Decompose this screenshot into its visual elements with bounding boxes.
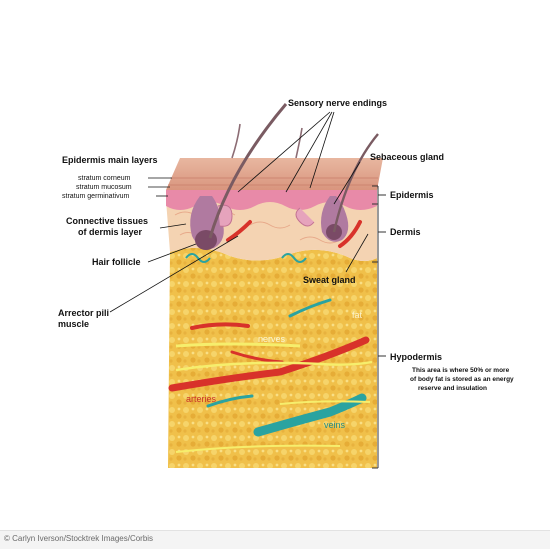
artery-vessel-1	[190, 322, 250, 330]
vein-vessel-3	[206, 394, 254, 408]
sweat-gland-coil-2	[281, 253, 307, 263]
sebaceous-left	[217, 204, 233, 227]
label-arrector-pili-1: Arrector pili	[58, 308, 109, 318]
hair-bulb-left	[195, 230, 217, 250]
nerve-fibre-2	[175, 360, 373, 372]
label-nerves: nerves	[258, 334, 286, 344]
label-epidermis: Epidermis	[390, 190, 434, 200]
label-arrector-pili-2: muscle	[58, 319, 89, 329]
label-hypodermis-note-1: This area is where 50% or more	[412, 367, 510, 374]
hair-shaft-1	[208, 103, 288, 239]
label-arteries: arteries	[186, 394, 217, 404]
hair-shaft-4	[295, 127, 303, 159]
label-hair-follicle: Hair follicle	[92, 257, 141, 267]
artery-vessel-2	[168, 336, 370, 392]
arrector-muscle-right	[338, 220, 362, 248]
vein-vessel-2	[288, 298, 332, 318]
hair-shaft-2	[332, 133, 379, 233]
nerve-fibre-1	[175, 342, 301, 348]
label-hypodermis-note-2: of body fat is stored as an energy	[410, 376, 514, 383]
label-connective-tissues-1: Connective tissues	[66, 216, 148, 226]
label-hypodermis: Hypodermis	[390, 352, 442, 362]
photo-credit: © Carlyn Iverson/Stocktrek Images/Corbis	[4, 534, 154, 543]
epidermis-pink-band	[166, 190, 377, 210]
label-hypodermis-note-3: reserve and insulation	[418, 385, 487, 392]
label-dermis: Dermis	[390, 227, 421, 237]
nerve-fibre-4	[279, 400, 371, 405]
layer-bracket	[372, 185, 386, 469]
hair-shaft-3	[231, 123, 241, 159]
label-epidermis-main-layers: Epidermis main layers	[62, 155, 158, 165]
label-stratum-corneum: stratum corneum	[78, 175, 131, 182]
label-sensory-nerve-endings: Sensory nerve endings	[288, 98, 387, 108]
artery-vessel-3	[230, 350, 284, 364]
sweat-gland-coil-1	[185, 253, 211, 263]
skin-surface-block	[166, 158, 383, 190]
leader-lines	[109, 111, 369, 313]
nerve-fibre-3	[175, 444, 341, 453]
label-sebaceous-gland: Sebaceous gland	[370, 152, 444, 162]
label-stratum-germinativum: stratum germinativum	[62, 193, 129, 200]
label-stratum-mucosum: stratum mucosum	[76, 184, 132, 191]
label-sweat-gland: Sweat gland	[303, 275, 356, 285]
arrector-muscle-left	[226, 220, 252, 242]
sebaceous-right	[295, 207, 315, 227]
label-connective-tissues-2: of dermis layer	[78, 227, 143, 237]
photo-credit-bar: © Carlyn Iverson/Stocktrek Images/Corbis	[0, 530, 550, 549]
label-veins: veins	[324, 420, 346, 430]
label-fat: fat	[352, 310, 363, 320]
